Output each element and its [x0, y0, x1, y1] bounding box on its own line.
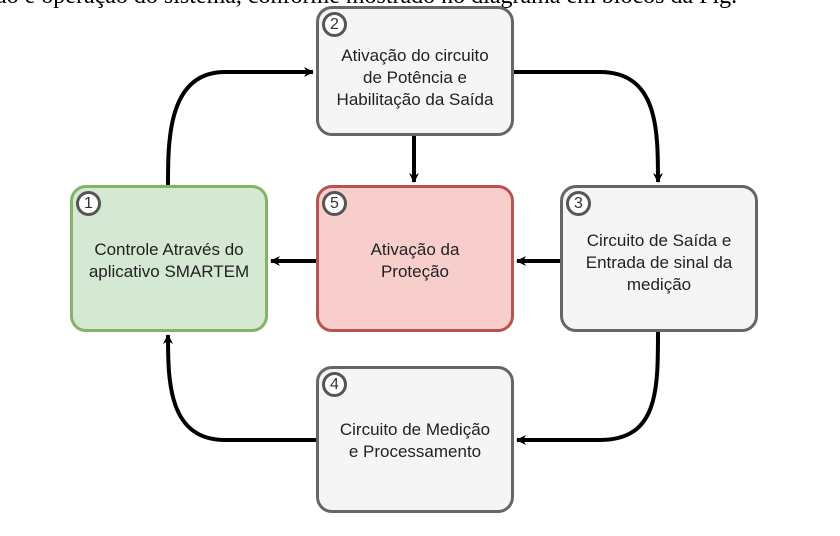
step-number-badge: 4 — [322, 372, 347, 397]
arrow-1-to-2 — [166, 67, 314, 186]
step-number-badge: 1 — [76, 191, 101, 216]
block-circuito-saida-entrada: 3 Circuito de Saída e Entrada de sinal d… — [560, 185, 758, 332]
step-number-badge: 5 — [322, 191, 347, 216]
arrow-3-to-4 — [516, 331, 660, 445]
block-controle-smartem: 1 Controle Através do aplicativo SMARTEM — [70, 185, 268, 332]
block-label: Ativação do circuito de Potência e Habil… — [336, 46, 494, 109]
step-number-badge: 2 — [322, 12, 347, 37]
block-ativacao-protecao: 5 Ativação da Proteção — [316, 185, 514, 332]
clipped-header-text: ão e operação do sistema, conforme mostr… — [0, 0, 840, 8]
arrow-2-to-3 — [514, 70, 663, 183]
block-circuito-medicao-processamento: 4 Circuito de Medição e Processamento — [316, 366, 514, 513]
arrow-4-to-1 — [163, 334, 316, 442]
block-ativacao-circuito-potencia: 2 Ativação do circuito de Potência e Hab… — [316, 6, 514, 136]
block-label: Circuito de Saída e Entrada de sinal da … — [585, 230, 733, 294]
block-label: Circuito de Medição e Processamento — [339, 419, 491, 461]
block-label: Controle Através do aplicativo SMARTEM — [88, 239, 250, 281]
step-number-badge: 3 — [566, 191, 591, 216]
block-label: Ativação da Proteção — [370, 239, 460, 281]
